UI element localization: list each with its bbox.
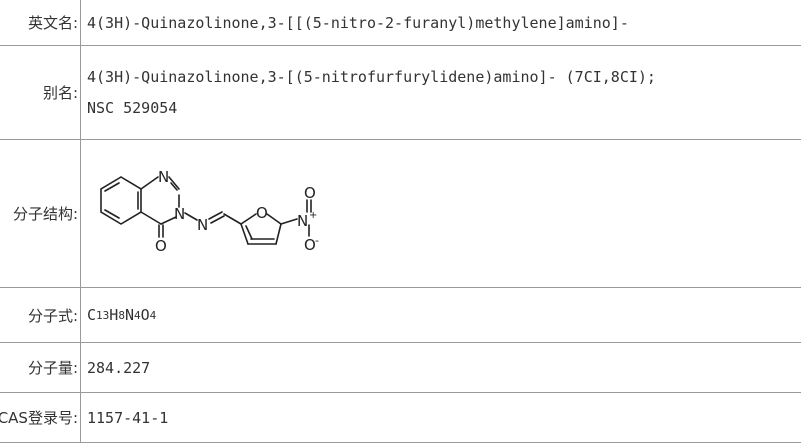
alias-line-1: 4(3H)-Quinazolinone,3-[(5-nitrofurfuryli… bbox=[87, 67, 656, 86]
formula-element: N bbox=[124, 306, 134, 324]
structure-row: 分子结构: bbox=[0, 140, 801, 288]
cas-row: CAS登录号: 1157-41-1 bbox=[0, 393, 801, 443]
mass-value: 284.227 bbox=[87, 358, 151, 377]
atom-n-nitro: N bbox=[297, 212, 308, 230]
atom-n-ring: N bbox=[174, 205, 185, 223]
structure-value: N N N O O N + O O - bbox=[81, 140, 801, 287]
formula-label: 分子式: bbox=[0, 288, 81, 342]
atom-o-nitro-top: O bbox=[304, 184, 316, 202]
formula-count: 13 bbox=[96, 308, 110, 322]
english-name-row: 英文名: 4(3H)-Quinazolinone,3-[[(5-nitro-2-… bbox=[0, 0, 801, 46]
atom-o-nitro-bottom: O bbox=[304, 236, 316, 254]
atom-plus-charge: + bbox=[309, 210, 317, 221]
mass-row: 分子量: 284.227 bbox=[0, 343, 801, 393]
structure-label: 分子结构: bbox=[0, 140, 81, 287]
english-name-label: 英文名: bbox=[0, 0, 81, 45]
formula-count: 8 bbox=[118, 308, 125, 322]
atom-o-furan: O bbox=[256, 204, 268, 222]
atom-o-carbonyl: O bbox=[155, 237, 167, 255]
formula-count: 4 bbox=[133, 308, 141, 322]
formula-element: C bbox=[87, 306, 97, 324]
formula-element: H bbox=[109, 306, 119, 324]
formula-element: O bbox=[140, 306, 150, 324]
mass-label: 分子量: bbox=[0, 343, 81, 392]
atom-n-top: N bbox=[158, 168, 169, 186]
atom-minus-charge: - bbox=[315, 234, 319, 247]
alias-line-2: NSC 529054 bbox=[87, 98, 178, 117]
english-name-value: 4(3H)-Quinazolinone,3-[[(5-nitro-2-furan… bbox=[87, 13, 629, 32]
atom-n-link: N bbox=[197, 216, 208, 234]
cas-label: CAS登录号: bbox=[0, 393, 81, 442]
alias-label: 别名: bbox=[0, 46, 81, 139]
alias-row: 别名: 4(3H)-Quinazolinone,3-[(5-nitrofurfu… bbox=[0, 46, 801, 140]
molecular-structure-image: N N N O O N + O O - bbox=[100, 168, 319, 255]
formula-count: 4 bbox=[149, 308, 157, 322]
alias-value: 4(3H)-Quinazolinone,3-[(5-nitrofurfuryli… bbox=[81, 46, 801, 139]
cas-value: 1157-41-1 bbox=[87, 408, 169, 427]
